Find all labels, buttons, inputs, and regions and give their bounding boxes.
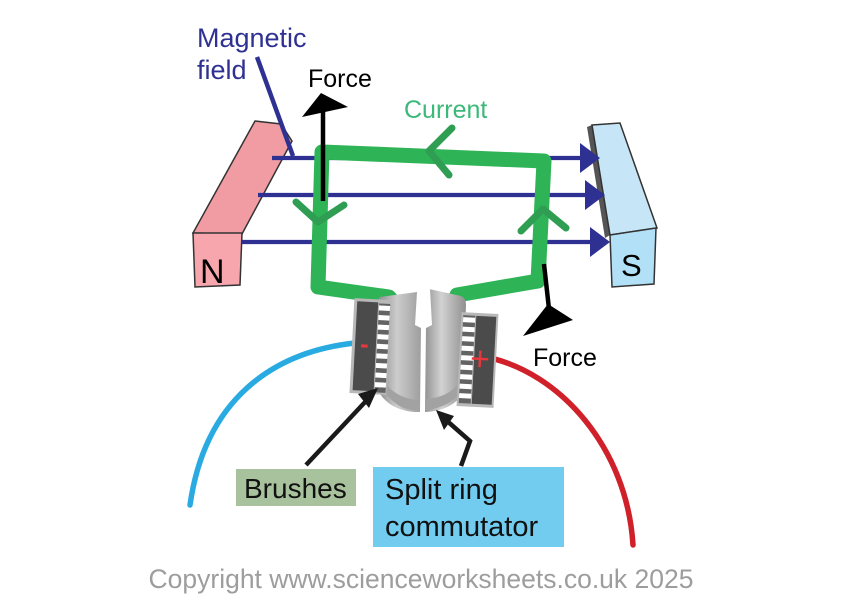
- current-label: Current: [404, 96, 487, 124]
- north-magnet: N: [191, 120, 293, 291]
- brush-right-pad: [471, 315, 497, 405]
- south-pole-label: S: [621, 248, 642, 283]
- brush-right: +: [456, 312, 499, 408]
- brush-left-pad: [352, 301, 379, 392]
- magnetic-field-pointer-line: [254, 56, 296, 157]
- brush-right-contact-rungs: [458, 317, 476, 399]
- field-line-1-arrowhead-icon: [580, 143, 600, 173]
- plus-terminal-label: +: [469, 340, 491, 379]
- split-ring-label-box: [373, 467, 564, 547]
- brushes-pointer-arrow: [304, 388, 378, 467]
- current-loop-wire: [310, 144, 552, 312]
- brushes-pointer-arrowhead-icon: [358, 388, 378, 408]
- copyright-text: Copyright www.scienceworksheets.co.uk 20…: [149, 564, 694, 594]
- magnetic-field-label-line1: Magnetic: [197, 23, 307, 53]
- magnetic-field-label-line2: field: [197, 55, 247, 85]
- force-top-label: Force: [308, 65, 372, 93]
- current-arrow-left-icon: [292, 198, 348, 226]
- south-magnet: S: [587, 122, 659, 288]
- commutator-right-bottom-cap: [425, 382, 462, 410]
- north-magnet-front-face: [192, 232, 243, 288]
- battery-wire-red: [483, 354, 636, 548]
- brushes-pointer-shaft: [304, 398, 369, 467]
- split-ring-label-text-line2: commutator: [385, 511, 538, 543]
- brushes-label-box: [236, 469, 356, 506]
- split-ring-pointer-arrow: [436, 410, 473, 467]
- field-line-3-arrowhead-icon: [590, 227, 610, 257]
- force-arrow-up: [302, 93, 348, 201]
- force-down-shaft: [541, 263, 552, 310]
- split-ring-commutator: [377, 289, 466, 413]
- split-ring-pointer-shaft: [444, 418, 473, 467]
- current-arrow-top-icon: [425, 124, 456, 179]
- north-pole-label: N: [200, 253, 225, 291]
- brush-left: -: [349, 298, 392, 395]
- minus-terminal-label: -: [359, 328, 369, 358]
- brush-left-contact-rungs: [374, 305, 391, 388]
- brushes-label-text: Brushes: [244, 473, 347, 504]
- current-arrow-right-icon: [517, 205, 570, 235]
- commutator-right-half: [425, 289, 466, 412]
- commutator-left-bottom-cap: [378, 378, 418, 411]
- force-down-arrowhead-icon: [523, 304, 573, 336]
- south-magnet-front-face: [609, 227, 657, 288]
- north-magnet-top-face: [191, 120, 293, 235]
- force-bottom-label: Force: [533, 344, 597, 372]
- current-loop: [292, 124, 570, 312]
- split-ring-label-text-line1: Split ring: [385, 474, 498, 506]
- force-arrow-down: [523, 263, 573, 336]
- force-up-arrowhead-icon: [302, 93, 348, 117]
- battery-wire-blue: [187, 340, 358, 508]
- south-magnet-top-face: [591, 122, 659, 236]
- label-brushes: Brushes: [236, 469, 356, 506]
- split-ring-pointer-arrowhead-icon: [436, 410, 454, 430]
- label-split-ring: Split ring commutator: [373, 467, 564, 547]
- field-line-2-arrowhead-icon: [585, 180, 605, 210]
